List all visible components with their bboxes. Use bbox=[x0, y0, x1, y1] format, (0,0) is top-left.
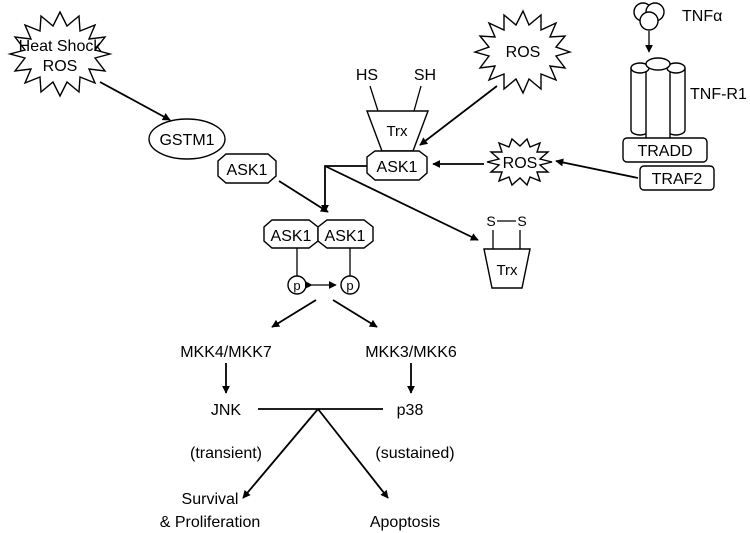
ask1-dimer: ASK1 ASK1 p p bbox=[263, 219, 374, 295]
mkk47-label: MKK4/MKK7 bbox=[180, 344, 272, 361]
receptor-top bbox=[645, 57, 671, 71]
trx-release-arrow bbox=[324, 165, 479, 241]
ros-burst-mid: ROS bbox=[486, 137, 553, 187]
proliferation-label: & Proliferation bbox=[160, 514, 261, 531]
phospho-right bbox=[340, 275, 360, 295]
receptor-barrel bbox=[645, 68, 671, 145]
ask1-label-dimer-left: ASK1 bbox=[271, 228, 312, 245]
tradd-node bbox=[622, 137, 708, 163]
tnf-trimer-circle bbox=[639, 11, 659, 31]
trx-label-reduced: Trx bbox=[386, 123, 408, 140]
ask1-label-left: ASK1 bbox=[227, 162, 268, 179]
tnf-alpha-label: TNFα bbox=[682, 8, 722, 25]
to-mkk47-arrow bbox=[271, 299, 317, 328]
to-mkk36-arrow bbox=[332, 299, 378, 328]
tradd-label: TRADD bbox=[637, 143, 692, 160]
heat-shock-to-gstm1-arrow bbox=[99, 81, 171, 121]
tnf-r1-receptor bbox=[630, 57, 686, 145]
arrows bbox=[99, 81, 639, 499]
trx-oxidized: S S Trx bbox=[483, 213, 531, 289]
sustained-label: (sustained) bbox=[375, 445, 454, 462]
traf2-label: TRAF2 bbox=[652, 171, 703, 188]
trx-label-oxidized: Trx bbox=[496, 262, 518, 279]
ask1-node-dimer-right bbox=[317, 219, 374, 249]
phospho-label-right: p bbox=[346, 278, 353, 293]
transient-label: (transient) bbox=[190, 445, 262, 462]
gstm1-label: GSTM1 bbox=[159, 132, 214, 149]
ros-label-top: ROS bbox=[506, 44, 541, 61]
starburst-shape bbox=[7, 10, 113, 98]
ss-label-right: S bbox=[517, 213, 526, 229]
mkk36-label: MKK3/MKK6 bbox=[365, 344, 457, 361]
jnk-label: JNK bbox=[211, 402, 242, 419]
ros-to-trx-arrow bbox=[419, 85, 498, 146]
gstm1-node bbox=[148, 118, 226, 160]
ask1-node-center bbox=[366, 150, 428, 181]
trx-ask1-complex: HS SH Trx ASK1 bbox=[356, 67, 436, 181]
hs-label: HS bbox=[356, 67, 378, 84]
ask1-label-center: ASK1 bbox=[377, 159, 418, 176]
ask1-left-to-dimer-arrow bbox=[278, 180, 329, 213]
trx-oxidized-node bbox=[483, 248, 531, 289]
gstm1-ask1-complex: GSTM1 ASK1 bbox=[148, 118, 277, 184]
ask1-label-dimer-right: ASK1 bbox=[325, 228, 366, 245]
hs-bond bbox=[369, 85, 379, 112]
heat-shock-ros-burst: Heat Shock ROS bbox=[7, 10, 113, 98]
traf2-to-ros-arrow bbox=[555, 158, 639, 179]
survival-label: Survival bbox=[182, 491, 239, 508]
heat-shock-label: Heat Shock bbox=[19, 38, 103, 55]
sh-label: SH bbox=[414, 67, 436, 84]
to-apoptosis-arrow bbox=[317, 408, 389, 499]
apoptosis-label: Apoptosis bbox=[370, 514, 440, 531]
starburst-shape bbox=[486, 137, 553, 187]
cascade-labels: MKK4/MKK7 MKK3/MKK6 JNK p38 (transient) … bbox=[160, 344, 457, 531]
ask1-center-to-dimer-arrow bbox=[321, 165, 367, 213]
starburst-shape bbox=[472, 9, 573, 95]
to-survival-arrow bbox=[242, 408, 319, 499]
ask1-node-dimer-left bbox=[263, 219, 319, 249]
tnf-r1-label: TNF-R1 bbox=[690, 86, 747, 103]
ros-burst-top: ROS bbox=[472, 9, 573, 95]
ros-label-mid: ROS bbox=[503, 155, 538, 172]
sh-bond bbox=[413, 85, 422, 112]
ask1-node-left bbox=[217, 153, 277, 184]
ss-label-left: S bbox=[486, 213, 495, 229]
p38-label: p38 bbox=[397, 402, 424, 419]
tnf-receptor-complex: TNFα TNF-R1 TRADD TRAF2 bbox=[622, 2, 747, 191]
traf2-node bbox=[639, 165, 715, 191]
ros-label-left: ROS bbox=[43, 58, 78, 75]
phospho-label-left: p bbox=[293, 278, 300, 293]
